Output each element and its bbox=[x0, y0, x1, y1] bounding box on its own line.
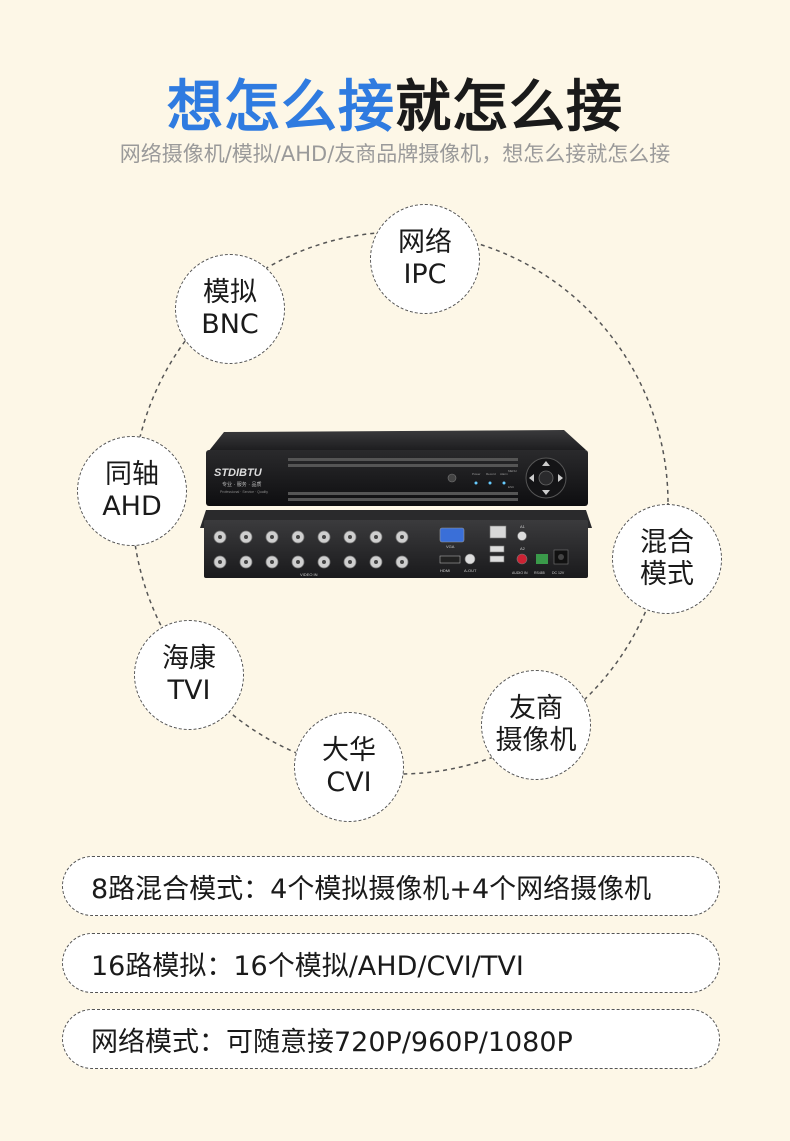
bubble-ahd-line1: 同轴 bbox=[105, 459, 159, 490]
feature-analog-text: 16路模拟：16个模拟/AHD/CVI/TVI bbox=[91, 950, 524, 982]
feature-hybrid-mode: 8路混合模式：4个模拟摄像机+4个网络摄像机 bbox=[62, 856, 720, 916]
front-power-label: Power bbox=[472, 472, 481, 476]
bubble-thirdparty: 友商 摄像机 bbox=[481, 670, 591, 780]
title-highlight: 想怎么接 bbox=[167, 75, 395, 140]
a1-label: A1 bbox=[520, 524, 526, 529]
bubble-ahd: 同轴 AHD bbox=[77, 436, 187, 546]
bubble-ipc-line2: IPC bbox=[403, 259, 447, 290]
usb-port-1 bbox=[489, 545, 505, 553]
bubble-tvi-line1: 海康 bbox=[162, 643, 216, 674]
ethernet-port bbox=[489, 525, 507, 539]
bubble-tvi: 海康 TVI bbox=[134, 620, 244, 730]
front-record-label: Record bbox=[486, 472, 496, 476]
feature-network-mode: 网络模式：可随意接720P/960P/1080P bbox=[62, 1009, 720, 1069]
bubble-cvi: 大华 CVI bbox=[294, 712, 404, 822]
dc-label: DC 12V bbox=[552, 571, 565, 575]
bubble-thirdparty-line1: 友商 bbox=[509, 693, 563, 724]
title-rest: 就怎么接 bbox=[395, 75, 623, 140]
bubble-cvi-line2: CVI bbox=[326, 767, 372, 798]
bubble-ipc-line1: 网络 bbox=[398, 227, 452, 258]
bubble-thirdparty-line2: 摄像机 bbox=[495, 725, 577, 756]
bnc-video-inputs bbox=[213, 530, 409, 569]
front-alarm-label: Alarm bbox=[500, 472, 508, 476]
usb-port-2 bbox=[489, 555, 505, 563]
device-slogan-en: Professional · Service · Quality bbox=[220, 490, 268, 494]
a2-label: A2 bbox=[520, 546, 526, 551]
bubble-ahd-line2: AHD bbox=[102, 491, 162, 522]
bubble-hybrid-line1: 混合 bbox=[640, 527, 694, 558]
vga-label: VGA bbox=[446, 544, 455, 549]
bubble-ipc: 网络 IPC bbox=[370, 204, 480, 314]
vga-port bbox=[439, 527, 465, 543]
bubble-hybrid: 混合 模式 bbox=[612, 504, 722, 614]
menu-label: MENU bbox=[508, 469, 517, 473]
bubble-cvi-line1: 大华 bbox=[322, 735, 376, 766]
dvr-device-image: STDIBTU 专业 · 服务 · 品质 Professional · Serv… bbox=[200, 430, 592, 578]
rs485-terminal bbox=[536, 554, 548, 564]
page-subtitle: 网络摄像机/模拟/AHD/友商品牌摄像机，想怎么接就怎么接 bbox=[119, 142, 671, 166]
device-brand: STDIBTU bbox=[214, 467, 263, 479]
page-title: 想怎么接就怎么接 bbox=[0, 62, 790, 143]
feature-network-text: 网络模式：可随意接720P/960P/1080P bbox=[91, 1026, 573, 1058]
feature-hybrid-text: 8路混合模式：4个模拟摄像机+4个网络摄像机 bbox=[91, 873, 652, 905]
bubble-tvi-line2: TVI bbox=[167, 675, 211, 706]
bubble-hybrid-line2: 模式 bbox=[640, 559, 694, 590]
hdmi-port bbox=[439, 555, 461, 564]
aout-label: A-OUT bbox=[464, 568, 477, 573]
device-slogan: 专业 · 服务 · 品质 bbox=[222, 481, 262, 488]
video-in-label: VIDEO IN bbox=[300, 572, 318, 577]
feature-analog-mode: 16路模拟：16个模拟/AHD/CVI/TVI bbox=[62, 933, 720, 993]
audio-label: AUDIO IN bbox=[512, 571, 528, 575]
bubble-bnc: 模拟 BNC bbox=[175, 254, 285, 364]
bubble-bnc-line1: 模拟 bbox=[203, 277, 257, 308]
bubble-bnc-line2: BNC bbox=[201, 309, 259, 340]
hdmi-label: HDMI bbox=[440, 568, 450, 573]
rs485-label: RS485 bbox=[534, 571, 545, 575]
esc-label: ESC bbox=[508, 485, 515, 489]
